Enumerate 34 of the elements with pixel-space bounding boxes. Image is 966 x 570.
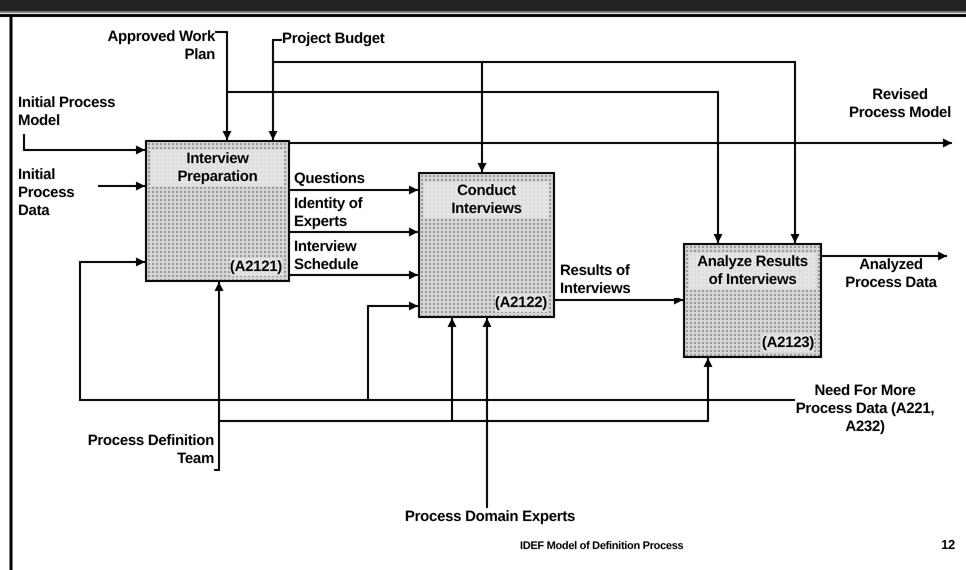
arrow-label: Approved Work Plan <box>85 28 215 68</box>
arrow <box>290 228 418 236</box>
arrow-label: Process Definition Team <box>62 432 214 472</box>
activity-number: (A2122) <box>494 294 547 312</box>
arrow-label: Need For More Process Data (A221, A232) <box>795 382 935 440</box>
arrow <box>23 134 145 154</box>
arrow <box>214 358 712 471</box>
arrow-label: Project Budget <box>282 30 422 50</box>
arrow-label: Process Domain Experts <box>370 508 610 528</box>
arrow <box>290 270 418 280</box>
arrow <box>290 138 952 148</box>
footer-caption: IDEF Model of Definition Process <box>520 539 684 554</box>
arrow-label: Initial Process Model <box>18 94 138 134</box>
activity-name: Analyze Results of Interviews <box>689 253 816 289</box>
arrow-label: Analyzed Process Data <box>835 256 947 314</box>
arrow <box>367 302 795 401</box>
activity-number: (A2121) <box>230 258 282 276</box>
arrow <box>555 296 683 304</box>
arrow <box>290 186 418 194</box>
activity-name: Conduct Interviews <box>424 182 549 218</box>
process-box <box>418 172 555 318</box>
arrow <box>98 182 145 190</box>
activity-number: (A2123) <box>762 334 814 352</box>
process-box <box>145 140 290 282</box>
activity-name: Interview Preparation <box>151 150 284 186</box>
arrow <box>215 31 722 243</box>
arrow <box>482 318 492 508</box>
arrow <box>822 252 947 260</box>
edge-label: Results of Interviews <box>560 262 678 298</box>
process-box <box>683 243 822 358</box>
arrow-label: Initial Process Data <box>18 166 98 224</box>
arrow-label: Revised Process Model <box>848 86 952 146</box>
page-number: 12 <box>940 537 955 553</box>
arrow <box>272 39 800 243</box>
